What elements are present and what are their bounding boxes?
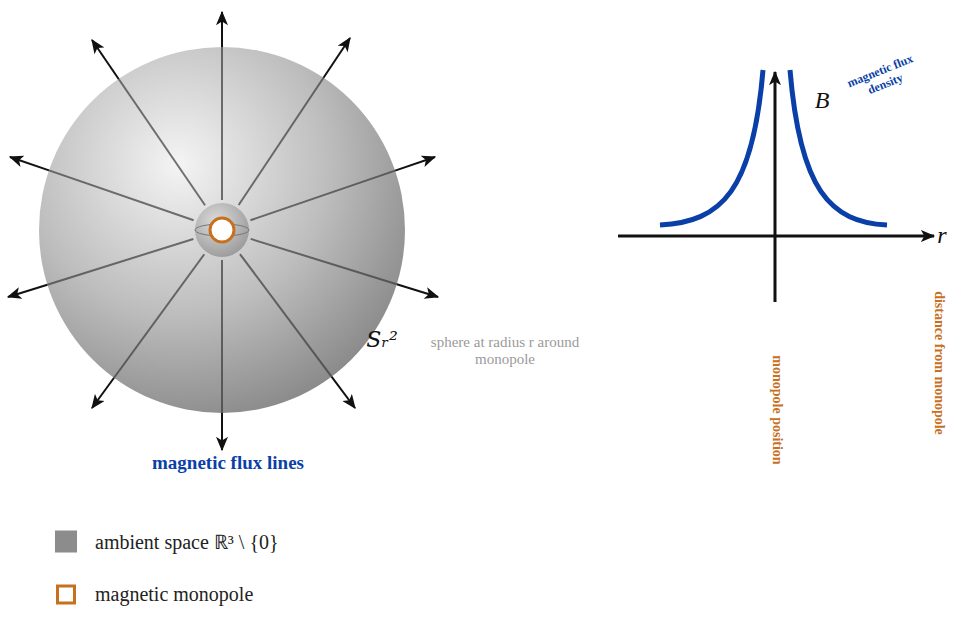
flux-line-arrow — [10, 157, 49, 170]
flux-lines-label: magnetic flux lines — [152, 452, 304, 474]
flux-line-inner — [221, 47, 223, 200]
flux-lines — [8, 12, 438, 450]
flux-line-inner — [250, 171, 395, 221]
flux-line-arrow — [92, 40, 119, 79]
flux-line-inner — [221, 260, 223, 413]
legend-entry: ambient space ℝ³ \ {0} — [55, 528, 279, 555]
flux-line-inner — [239, 78, 324, 205]
legend-entry: magnetic monopole — [55, 583, 253, 606]
legend-swatch — [55, 530, 77, 552]
flux-line-arrow — [324, 38, 350, 78]
flux-line-inner — [47, 239, 193, 285]
flux-line-arrow — [332, 377, 355, 408]
axis-note: distance from monopole — [931, 291, 947, 435]
flux-line-arrow — [221, 12, 223, 47]
sphere-symbol: Sᵣ² — [366, 327, 398, 352]
quantity-label: magnetic flux density — [842, 51, 925, 106]
monopole-symbol — [210, 218, 234, 242]
flux-line-arrow — [395, 157, 435, 171]
legend-outline-swatch — [55, 583, 77, 605]
density-curve — [660, 70, 763, 225]
flux-line-inner — [119, 79, 205, 205]
legend-outline — [58, 586, 75, 603]
flux-line-arrow — [92, 378, 114, 408]
flux-line-inner — [49, 170, 194, 220]
inner-sphere — [195, 203, 249, 257]
flux-line-arrow — [8, 285, 47, 297]
flux-line-arrow — [397, 284, 438, 297]
flux-line-arrow — [221, 413, 223, 450]
axis-label: r — [937, 222, 946, 250]
sphere-caption: sphere at radius r around monopole — [430, 334, 580, 369]
axis-label: B — [815, 87, 830, 115]
flux-line-inner — [114, 254, 204, 378]
axis-note: monopole position — [769, 355, 785, 464]
flux-line-inner — [251, 239, 397, 284]
b-axis — [774, 72, 777, 302]
sphere — [39, 47, 405, 413]
legend-text: ambient space ℝ³ \ {0} — [95, 528, 279, 555]
flux-line-inner — [240, 254, 332, 377]
legend-text: magnetic monopole — [95, 583, 253, 606]
